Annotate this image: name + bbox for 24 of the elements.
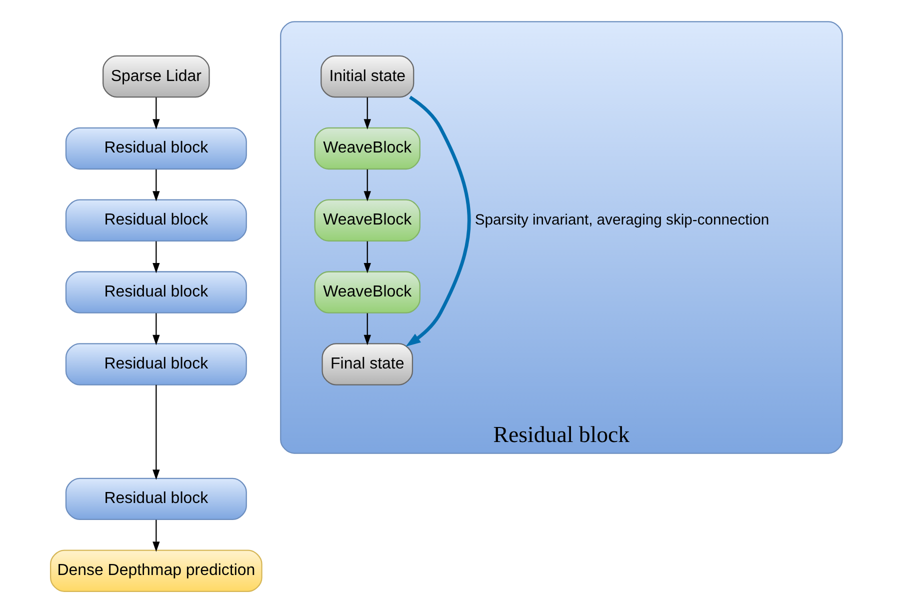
arrow (152, 313, 160, 346)
arrow (152, 169, 160, 202)
node-box: Dense Depthmap prediction (50, 550, 262, 592)
node-box: Residual block (65, 343, 247, 386)
arrow (152, 97, 160, 130)
node-box: WeaveBlock (314, 271, 420, 314)
arrow (152, 241, 160, 274)
node-box: Sparse Lidar (102, 55, 210, 98)
node-box: Residual block (65, 127, 247, 170)
arrow (406, 96, 471, 347)
node-box: WeaveBlock (314, 199, 420, 242)
node-box: Residual block (65, 478, 247, 520)
arrow (364, 97, 371, 130)
edge-label: Sparsity invariant, averaging skip-connection (474, 212, 770, 228)
node-box: WeaveBlock (314, 127, 420, 170)
arrow (364, 313, 371, 346)
arrow (364, 169, 371, 202)
arrow (364, 241, 371, 274)
node-box: Initial state (320, 55, 414, 98)
node-box: Final state (322, 343, 414, 386)
arrow (152, 520, 160, 552)
arrow (152, 384, 160, 480)
node-box: Residual block (65, 199, 247, 242)
node-box: Residual block (65, 271, 247, 314)
